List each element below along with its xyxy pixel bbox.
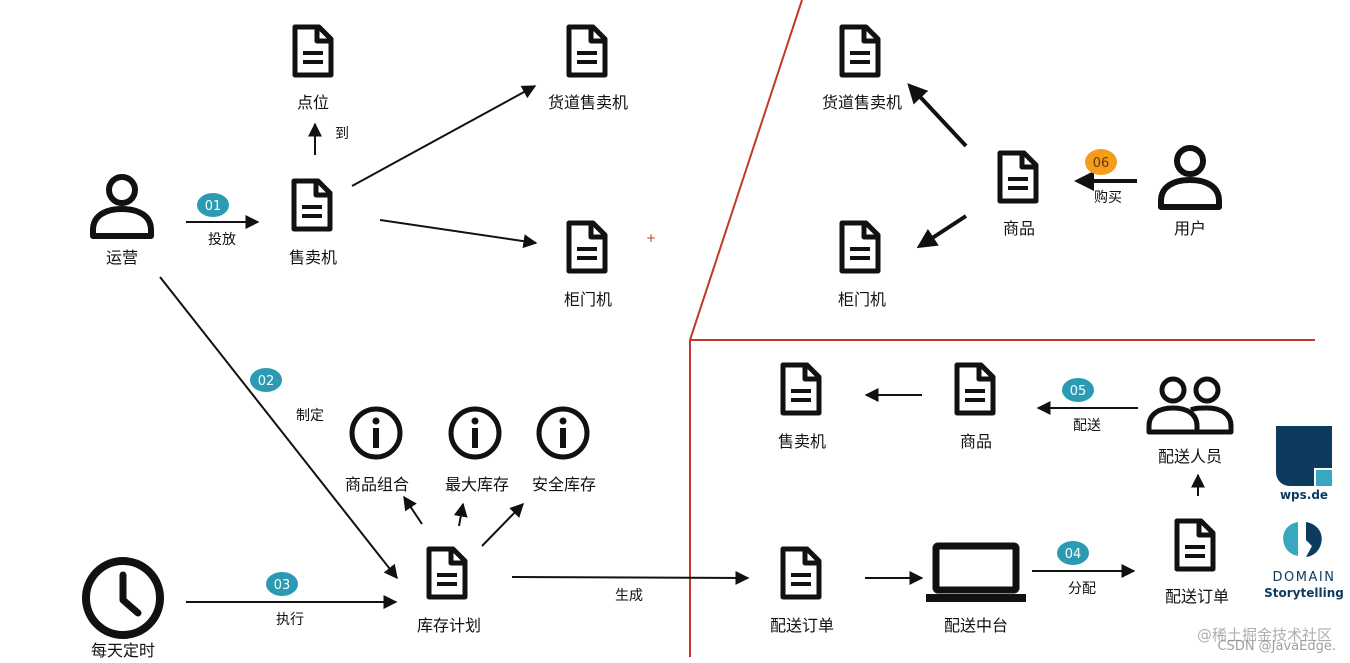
label-cabinet-machine-right: 柜门机 — [838, 290, 886, 309]
label-channel-machine-top: 货道售卖机 — [548, 93, 628, 112]
svg-text:01: 01 — [205, 199, 222, 214]
label-delivery-center: 配送中台 — [944, 616, 1008, 635]
label-stock-plan: 库存计划 — [417, 616, 481, 635]
svg-text:02: 02 — [258, 374, 275, 389]
cabinet-machine-right-document-icon — [842, 223, 878, 271]
badge-04: 04 — [1057, 541, 1089, 565]
delivery-order-right-document-icon — [1177, 521, 1213, 569]
edge-label-execute: 执行 — [276, 612, 304, 628]
label-operations: 运营 — [106, 248, 138, 267]
domain-logo-bubble-right — [1306, 522, 1322, 557]
label-max-stock: 最大库存 — [445, 475, 509, 494]
domain-logo-bubble-left — [1283, 522, 1298, 556]
edge-label-deploy: 投放 — [208, 232, 236, 248]
label-delivery-order: 配送订单 — [770, 616, 834, 635]
edge-to-cabinet-right — [916, 214, 968, 249]
channel-machine-top-document-icon — [569, 27, 605, 75]
svg-text:04: 04 — [1065, 547, 1082, 562]
storytelling-logo-text: Storytelling — [1264, 586, 1344, 600]
edge-label-assign: 分配 — [1068, 581, 1096, 597]
edge-label-deliver: 配送 — [1073, 418, 1101, 434]
domain-storytelling-logo: DOMAIN Storytelling — [1264, 522, 1344, 600]
edge-formulate — [159, 276, 398, 580]
label-point-location: 点位 — [297, 93, 329, 112]
label-product-bottom: 商品 — [960, 432, 992, 451]
clock-icon — [86, 561, 160, 635]
edge-label-formulate: 制定 — [296, 408, 324, 424]
operations-person-icon — [93, 177, 151, 236]
label-vending-machine-bottom: 售卖机 — [778, 432, 826, 451]
max-stock-info-icon — [451, 409, 499, 457]
label-product-top: 商品 — [1003, 219, 1035, 238]
wps-logo: wps.de — [1276, 426, 1332, 502]
point-location-document-icon — [295, 27, 331, 75]
svg-text:05: 05 — [1070, 384, 1087, 399]
label-delivery-staff: 配送人员 — [1158, 447, 1222, 466]
badge-06: 06 — [1085, 149, 1117, 175]
badge-01: 01 — [197, 193, 229, 217]
edge-generate — [511, 570, 750, 585]
stock-plan-document-icon — [429, 549, 465, 597]
channel-machine-right-document-icon — [842, 27, 878, 75]
label-user: 用户 — [1174, 219, 1206, 238]
badge-05: 05 — [1062, 378, 1094, 402]
label-channel-machine-right: 货道售卖机 — [822, 93, 902, 112]
watermark: @稀土掘金技术社区 CSDN @JavaEdge. — [1197, 626, 1336, 654]
icons — [86, 27, 1231, 635]
product-bottom-document-icon — [957, 365, 993, 413]
edge-to-channel-top — [351, 85, 537, 187]
wps-logo-square — [1316, 470, 1332, 486]
label-safety-stock: 安全库存 — [532, 475, 596, 494]
cabinet-machine-top-document-icon — [569, 223, 605, 271]
divider-diagonal — [689, 0, 803, 341]
label-daily-timer: 每天定时 — [91, 641, 155, 660]
delivery-staff-group-icon — [1149, 379, 1231, 432]
section-dividers: + — [646, 0, 1315, 657]
watermark-line-2: CSDN @JavaEdge. — [1217, 639, 1336, 654]
edge-label-generate: 生成 — [615, 588, 643, 604]
edge-label-to: 到 — [335, 126, 349, 142]
product-combo-info-icon — [352, 409, 400, 457]
watermark-line-1: @稀土掘金技术社区 — [1197, 626, 1332, 644]
sequence-badges: 01 02 03 04 05 06 — [197, 149, 1117, 596]
svg-text:03: 03 — [274, 578, 291, 593]
vending-machine-top-document-icon — [294, 181, 330, 229]
vending-machine-bottom-document-icon — [783, 365, 819, 413]
delivery-order-document-icon — [783, 549, 819, 597]
label-vending-machine-top: 售卖机 — [289, 248, 337, 267]
edges — [159, 83, 1205, 609]
node-labels: 运营 售卖机 点位 货道售卖机 柜门机 货道售卖机 柜门机 商品 用户 商品组合… — [91, 93, 1229, 660]
edge-labels: 投放 到 购买 制定 执行 生成 分配 配送 — [208, 126, 1122, 628]
edge-to-combo — [403, 495, 423, 525]
svg-text:06: 06 — [1093, 156, 1110, 171]
user-person-icon — [1161, 148, 1219, 207]
edge-to-cabinet-top — [379, 219, 538, 249]
laptop-icon — [926, 546, 1026, 602]
label-cabinet-machine-top: 柜门机 — [564, 290, 612, 309]
domain-logo-text: DOMAIN — [1273, 570, 1336, 585]
badge-03: 03 — [266, 572, 298, 596]
stray-plus-mark: + — [646, 231, 656, 245]
edge-to-channel-right — [907, 83, 968, 148]
wps-logo-text: wps.de — [1280, 488, 1328, 502]
safety-stock-info-icon — [539, 409, 587, 457]
badge-02: 02 — [250, 368, 282, 392]
edge-to-max — [453, 502, 468, 527]
label-product-combo: 商品组合 — [345, 475, 409, 494]
product-top-document-icon — [1000, 153, 1036, 201]
edge-to-safety — [481, 502, 524, 547]
label-delivery-order-right: 配送订单 — [1165, 587, 1229, 606]
edge-label-purchase: 购买 — [1094, 190, 1122, 206]
